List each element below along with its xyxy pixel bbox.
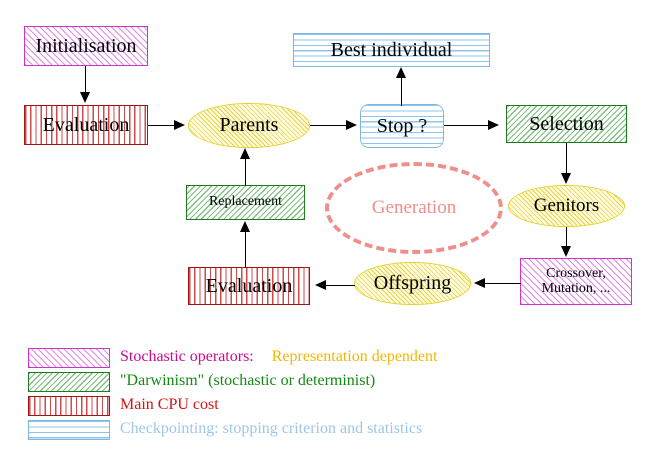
- node-parents-label: Parents: [219, 114, 279, 136]
- legend-label-darwinism: "Darwinism" (stochastic or determinist): [120, 372, 376, 389]
- node-offspring[interactable]: Offspring: [354, 262, 471, 305]
- node-evaluation-top-label: Evaluation: [42, 113, 130, 136]
- yellow-hatch-fill: [355, 263, 470, 304]
- edge-stop-to-best: [401, 78, 403, 106]
- legend-swatch-stochastic: [28, 348, 110, 368]
- arrowhead-left: [474, 278, 485, 288]
- legend-label-cpu-cost: Main CPU cost: [120, 396, 219, 413]
- node-genitors-label: Genitors: [533, 195, 600, 217]
- node-selection[interactable]: Selection: [506, 105, 627, 143]
- arrowhead-down: [80, 92, 90, 103]
- magenta-hatch-fill: [25, 27, 147, 65]
- legend-swatch-darwinism: [28, 372, 110, 392]
- arrowhead-left: [315, 280, 326, 290]
- green-hatch-fill: [29, 373, 109, 391]
- node-parents[interactable]: Parents: [188, 103, 310, 148]
- magenta-hatch-fill: [521, 259, 631, 304]
- edge-parents-to-stop: [310, 125, 348, 127]
- edge-genitors-to-crossover: [566, 227, 568, 248]
- node-crossover-line1: Crossover,: [546, 265, 606, 281]
- node-generation-label: Generation: [371, 197, 457, 218]
- node-offspring-label: Offspring: [373, 272, 452, 294]
- arrowhead-down: [561, 246, 571, 257]
- red-hatch-fill: [189, 268, 309, 304]
- legend-swatch-checkpointing: [28, 420, 110, 440]
- arrowhead-right: [346, 120, 357, 130]
- arrowhead-up: [240, 221, 250, 232]
- blue-hatch-fill: [29, 421, 109, 439]
- arrowhead-right: [174, 120, 185, 130]
- edge-offspring-to-eval: [326, 285, 355, 287]
- node-replacement[interactable]: Replacement: [186, 185, 305, 220]
- edge-eval-to-parents: [148, 125, 176, 127]
- edge-init-to-eval: [85, 66, 87, 94]
- node-best-individual-label: Best individual: [330, 38, 453, 61]
- red-hatch-fill: [25, 106, 147, 144]
- legend-label-checkpointing: Checkpointing: stopping criterion and st…: [120, 420, 423, 437]
- green-hatch-fill: [187, 186, 304, 219]
- yellow-hatch-fill: [509, 186, 624, 226]
- node-replacement-label: Replacement: [208, 194, 283, 210]
- arrowhead-up: [240, 148, 250, 159]
- node-genitors[interactable]: Genitors: [508, 185, 625, 227]
- node-selection-label: Selection: [529, 112, 604, 135]
- edge-crossover-to-offspring: [485, 283, 521, 285]
- node-evaluation-bottom[interactable]: Evaluation: [188, 267, 310, 305]
- node-initialisation-label: Initialisation: [35, 34, 137, 57]
- node-stop-label: Stop ?: [376, 114, 428, 137]
- edge-stop-to-selection: [444, 125, 490, 127]
- legend-label-stochastic: Stochastic operators:: [120, 348, 254, 365]
- node-initialisation[interactable]: Initialisation: [24, 26, 148, 66]
- node-generation: Generation: [325, 162, 503, 254]
- node-crossover-mutation[interactable]: Crossover, Mutation, ...: [520, 258, 632, 305]
- arrowhead-up: [396, 67, 406, 78]
- legend-note-stochastic: Representation dependent: [271, 348, 438, 365]
- arrowhead-down: [561, 173, 571, 184]
- magenta-hatch-fill: [29, 349, 109, 367]
- blue-hatch-fill: [361, 105, 443, 147]
- blue-hatch-fill: [294, 34, 489, 66]
- legend-swatch-cpu-cost: [28, 396, 110, 416]
- green-hatch-fill: [507, 106, 626, 142]
- legend-row-stochastic: Stochastic operators: Representation dep…: [120, 348, 437, 366]
- edge-replacement-to-parents: [245, 159, 247, 186]
- edge-selection-to-genitors: [566, 143, 568, 175]
- node-evaluation-top[interactable]: Evaluation: [24, 105, 148, 145]
- node-stop[interactable]: Stop ?: [360, 104, 444, 148]
- edge-eval-to-replacement: [245, 232, 247, 268]
- red-hatch-fill: [29, 397, 109, 415]
- node-crossover-line2: Mutation, ...: [541, 280, 611, 296]
- arrowhead-right: [488, 120, 499, 130]
- node-best-individual[interactable]: Best individual: [293, 33, 490, 67]
- yellow-hatch-fill: [189, 104, 309, 147]
- node-evaluation-bottom-label: Evaluation: [205, 274, 293, 297]
